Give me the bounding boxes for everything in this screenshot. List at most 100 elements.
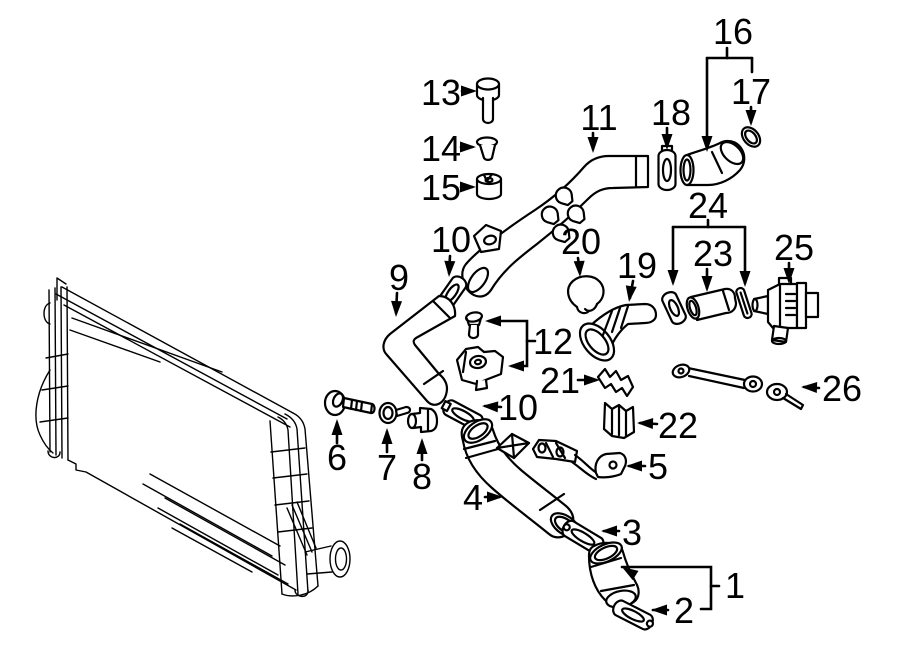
part-14-pin-shape [478, 143, 497, 161]
callout-17: 17 [731, 71, 771, 126]
part-19-hose [578, 302, 658, 362]
part-24-clamp-shape [667, 299, 681, 317]
part-11-upper-hose [461, 154, 650, 298]
part-13-bolt-shape [475, 77, 501, 91]
part-9-hose [382, 294, 457, 406]
callout-number: 19 [617, 245, 657, 286]
radiator-illustration [35, 277, 351, 598]
callout-number: 10 [498, 387, 538, 428]
callout-14: 14 [421, 128, 476, 169]
part-16-elbow-hose-shape [719, 140, 745, 166]
part-24-clip-shape [739, 291, 749, 315]
part-23-hose-stub-shape [721, 289, 731, 312]
radiator-illustration-shape [292, 412, 319, 587]
part-19-hose-shape [601, 309, 614, 337]
part-13-bolt [475, 77, 501, 125]
callout-3: 3 [601, 512, 642, 553]
callout-25: 25 [774, 227, 814, 284]
part-7-screw [378, 401, 412, 425]
part-26-bracket-shape [671, 363, 691, 379]
radiator-illustration-shape [56, 277, 67, 301]
part-9-hose-shape [382, 294, 457, 406]
callout-8: 8 [412, 438, 432, 497]
radiator-illustration-shape [157, 507, 279, 576]
callout-arrowhead [460, 181, 476, 193]
radiator-illustration-shape [334, 547, 348, 571]
part-24-clamp [661, 291, 687, 325]
part-8-grommet-shape [410, 406, 439, 434]
callout-24: 24 [667, 185, 751, 287]
part-3-clamp-shape [562, 523, 571, 532]
callout-10a: 10 [431, 219, 471, 277]
callout-leader-line [620, 565, 713, 611]
callout-15: 15 [421, 167, 476, 208]
callout-arrowhead [573, 260, 585, 277]
callout-arrowhead [508, 360, 524, 372]
part-8-grommet [406, 406, 439, 434]
part-20-spring-clamp-shape [575, 305, 591, 315]
radiator-illustration-shape [179, 523, 289, 585]
part-3-clamp-shape [570, 528, 596, 546]
callout-arrowhead [601, 525, 617, 537]
callout-21: 21 [540, 360, 600, 401]
part-24-clamp-shape [661, 291, 687, 325]
part-11-upper-hose-shape [466, 266, 490, 294]
part-9-hose-shape [431, 299, 452, 320]
part-5-bracket-shape [555, 446, 565, 458]
radiator-illustration-shape [61, 286, 294, 414]
part-11-upper-hose-shape [472, 223, 503, 254]
radiator-illustration-shape [329, 540, 351, 578]
radiator-illustration-shape [66, 286, 69, 461]
part-20-spring-clamp [567, 275, 605, 315]
callout-number: 20 [561, 221, 601, 262]
part-12-bracket-shape [468, 354, 488, 370]
part-8-grommet-shape [406, 412, 418, 430]
callout-13: 13 [421, 72, 477, 113]
radiator-illustration-shape [277, 416, 299, 595]
callout-arrowhead [461, 85, 477, 97]
part-16-elbow-hose-shape [682, 158, 692, 182]
part-1-hose-shape [589, 556, 636, 593]
callout-number: 18 [651, 92, 691, 133]
part-17-oring-shape [740, 126, 762, 148]
part-25-valve-shape [804, 291, 820, 319]
radiator-illustration-shape [272, 473, 308, 479]
part-25-valve-shape [766, 282, 799, 330]
part-7-screw-shape [382, 405, 394, 421]
part-19-hose-shape [610, 306, 622, 334]
radiator-illustration-shape [270, 447, 306, 453]
callout-19: 19 [617, 245, 657, 302]
part-26-bracket-shape [781, 392, 805, 411]
callout-arrowhead [783, 268, 795, 284]
part-6-bolt-shape [331, 392, 345, 408]
radiator-illustration-shape [43, 302, 51, 325]
part-18-clamp [657, 144, 677, 192]
part-5-bracket-shape [608, 460, 618, 470]
part-4-lower-hose-shape [467, 422, 489, 440]
callout-arrowhead [626, 460, 642, 472]
callout-5: 5 [626, 446, 668, 487]
part-25-valve-shape [784, 292, 797, 317]
radiator-illustration-shape [54, 287, 57, 456]
callout-number: 23 [693, 233, 733, 274]
callout-26: 26 [801, 368, 862, 409]
part-20-spring-clamp-shape [583, 302, 599, 312]
callout-arrowhead [331, 419, 343, 435]
callout-arrowhead [584, 374, 600, 386]
callout-number: 3 [622, 512, 642, 553]
radiator-illustration-shape [35, 369, 54, 454]
part-6-bolt-shape [369, 402, 376, 415]
callout-number: 22 [658, 405, 698, 446]
radiator-illustration-shape [63, 304, 291, 428]
callout-arrowhead [485, 315, 501, 327]
callout-4: 4 [463, 477, 503, 518]
callout-arrowhead [416, 438, 428, 454]
part-4-lower-hose-shape [460, 419, 575, 539]
callout-number: 17 [731, 71, 771, 112]
radiator-illustration-shape [164, 497, 286, 566]
radiator-illustration-shape [286, 507, 308, 556]
part-5-bracket-shape [544, 441, 567, 460]
part-26-bracket-shape [765, 382, 789, 402]
part-11-upper-hose-shape [540, 205, 560, 226]
